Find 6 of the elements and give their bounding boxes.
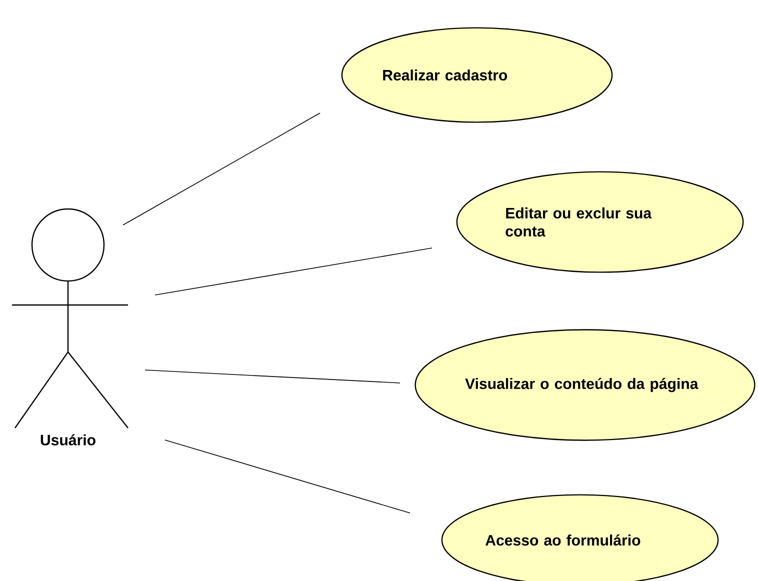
association-line — [144, 370, 400, 384]
actor-label: Usuário — [40, 434, 96, 446]
association-line — [164, 440, 410, 514]
association-line — [122, 112, 320, 226]
actor-drawing — [11, 208, 129, 429]
association-line — [154, 248, 432, 296]
